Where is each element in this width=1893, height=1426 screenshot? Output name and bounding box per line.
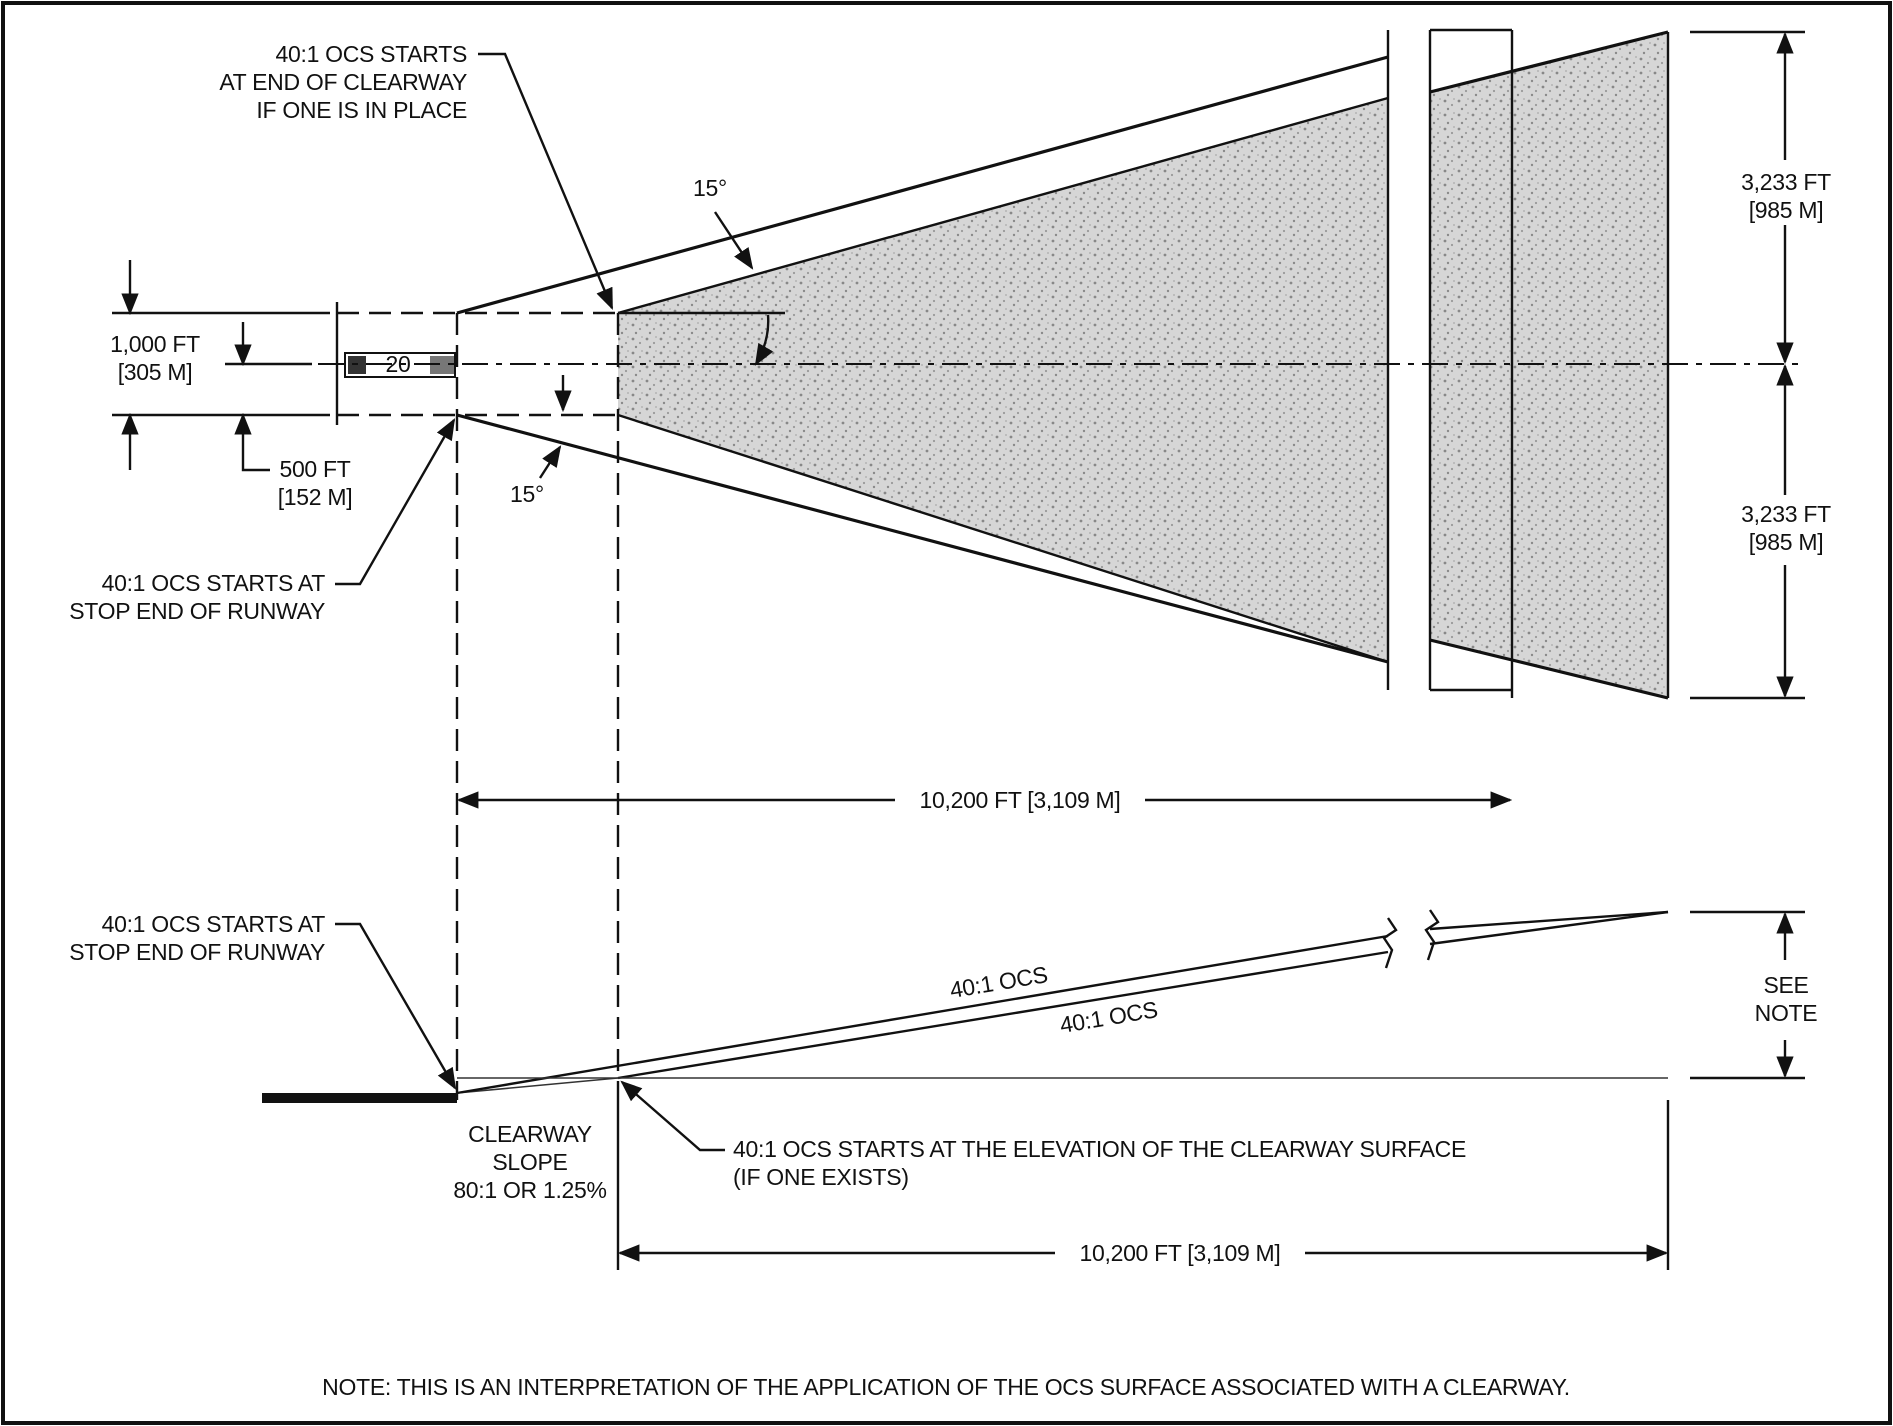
- half-ft-label: 500 FT: [279, 456, 350, 482]
- outer-edge-top-far: [1429, 30, 1669, 94]
- callout-clearway-line2: AT END OF CLEARWAY: [219, 69, 467, 95]
- profile-view: 40:1 OCS 40:1 OCS SEE NOTE 40:1 OCS STAR…: [69, 909, 1818, 1270]
- clearway-label-line3: 80:1 OR 1.25%: [453, 1177, 606, 1203]
- angle-bottom-label: 15°: [510, 481, 544, 507]
- profile-length-label: 10,200 FT [3,109 M]: [1080, 1240, 1281, 1266]
- ocs-upper-line: [456, 934, 1389, 1095]
- clearway-slope-line: [456, 1077, 619, 1094]
- runway-profile: [262, 1093, 457, 1103]
- inner-edge-top: [617, 96, 1389, 315]
- ocs-surface-shading-far: [1430, 32, 1668, 698]
- ocs-lower-line: [617, 950, 1389, 1080]
- lower-half-width-ft: 3,233 FT: [1741, 501, 1831, 527]
- angle-leader-top: [713, 211, 754, 270]
- outer-edge-top: [456, 55, 1389, 315]
- angle-arc-top: [754, 314, 774, 366]
- half-m-label: [152 M]: [278, 484, 353, 510]
- outer-edge-bottom: [456, 413, 1389, 664]
- half-dim-leader: [241, 425, 270, 472]
- callout-stop-end-profile-line2: STOP END OF RUNWAY: [69, 939, 325, 965]
- callout-stop-end-profile-leader: [335, 922, 457, 1090]
- runway-stop-mark: [430, 356, 454, 374]
- profile-break-left: [1382, 917, 1398, 969]
- outer-edge-bottom-far: [1429, 638, 1669, 700]
- upper-half-width-ft: 3,233 FT: [1741, 169, 1831, 195]
- callout-stop-end-plan-line1: 40:1 OCS STARTS AT: [102, 570, 326, 596]
- angle-leader-bottom: [538, 445, 562, 479]
- ocs-lower-line-far: [1429, 910, 1669, 946]
- width-ft-label: 1,000 FT: [110, 331, 200, 357]
- clearway-label-line1: CLEARWAY: [468, 1121, 592, 1147]
- callout-clearway-line3: IF ONE IS IN PLACE: [256, 97, 467, 123]
- ocs-upper-line-far: [1429, 910, 1669, 931]
- callout-clearway-line1: 40:1 OCS STARTS: [276, 41, 468, 67]
- clearway-label-line2: SLOPE: [492, 1149, 567, 1175]
- width-m-label: [305 M]: [118, 359, 193, 385]
- callout-elevation-leader: [620, 1080, 725, 1152]
- callout-elevation-line1: 40:1 OCS STARTS AT THE ELEVATION OF THE …: [733, 1136, 1466, 1162]
- angle-top-label: 15°: [693, 175, 727, 201]
- ocs-surface-shading: [618, 98, 1388, 662]
- upper-half-width-m: [985 M]: [1749, 197, 1824, 223]
- plan-view: 20 1,000 FT [305 M] 500 FT [152 M] 15° 1…: [69, 28, 1831, 1100]
- lower-half-width-m: [985 M]: [1749, 529, 1824, 555]
- see-note-line2: NOTE: [1755, 1000, 1818, 1026]
- inner-edge-bottom: [617, 413, 1389, 664]
- profile-break-right: [1424, 909, 1440, 961]
- callout-elevation-line2: (IF ONE EXISTS): [733, 1164, 909, 1190]
- callout-stop-end-profile-line1: 40:1 OCS STARTS AT: [102, 911, 326, 937]
- callout-clearway-leader: [478, 52, 614, 310]
- plan-length-label: 10,200 FT [3,109 M]: [920, 787, 1121, 813]
- note-text: NOTE: THIS IS AN INTERPRETATION OF THE A…: [322, 1374, 1570, 1400]
- callout-stop-end-plan-leader: [335, 418, 456, 586]
- callout-stop-end-plan-line2: STOP END OF RUNWAY: [69, 598, 325, 624]
- see-note-line1: SEE: [1763, 972, 1808, 998]
